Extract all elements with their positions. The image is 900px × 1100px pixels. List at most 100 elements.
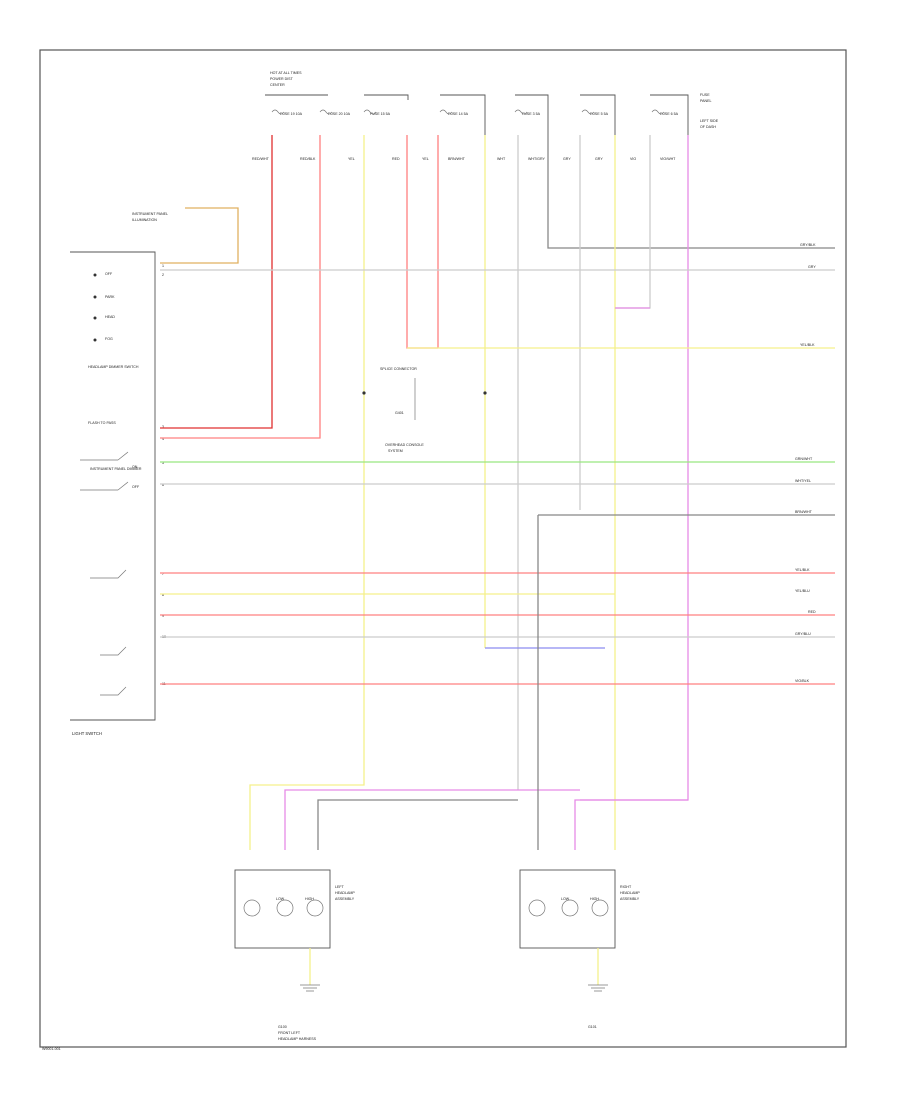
svg-text:SYSTEM: SYSTEM [388,449,403,453]
right-headlamp-assembly: LOW HIGH RIGHT HEADLAMP ASSEMBLY G101 [519,869,640,1029]
svg-text:ASSEMBLY: ASSEMBLY [335,897,355,901]
fuse-15: FUSE 15 5A [363,109,391,116]
fuse-19: FUSE 19 10A [271,109,303,116]
svg-text:POWER DIST: POWER DIST [270,77,294,81]
svg-text:PARK: PARK [105,295,115,299]
svg-text:SPLICE CONNECTOR: SPLICE CONNECTOR [380,367,417,371]
svg-text:6: 6 [162,483,164,487]
svg-text:GRN/WHT: GRN/WHT [795,457,813,461]
svg-text:YEL/BLK: YEL/BLK [800,343,815,347]
svg-text:BRN/WHT: BRN/WHT [795,510,813,514]
fuse-6: FUSE 6 5A [651,109,679,116]
splice-connector: SPLICE CONNECTOR G401 OVERHEAD CONSOLE S… [362,367,487,453]
svg-text:FUSE 14 5A: FUSE 14 5A [448,112,469,116]
fuse-20: FUSE 20 10A [319,109,351,116]
svg-text:LEFT SIDE: LEFT SIDE [700,119,719,123]
svg-text:RED: RED [392,157,400,161]
svg-text:RED/BLK: RED/BLK [300,157,316,161]
svg-text:7: 7 [162,572,164,576]
switch-title: LIGHT SWITCH [72,731,102,736]
svg-text:2: 2 [162,273,164,277]
feed-wires [160,135,835,850]
svg-text:INSTRUMENT PANEL DIMMER: INSTRUMENT PANEL DIMMER [90,467,142,471]
svg-text:FUSE 20 10A: FUSE 20 10A [328,112,351,116]
svg-text:FUSE 5 5A: FUSE 5 5A [590,112,609,116]
svg-text:WHT/GRY: WHT/GRY [528,157,546,161]
svg-text:4: 4 [162,437,164,441]
svg-text:YEL/BLK: YEL/BLK [795,568,810,572]
svg-text:FRONT LEFT: FRONT LEFT [278,1031,301,1035]
svg-text:VIO: VIO [630,157,636,161]
svg-text:FUSE 6 5A: FUSE 6 5A [660,112,679,116]
svg-text:VIO/BLK: VIO/BLK [795,679,810,683]
svg-text:YEL/BLU: YEL/BLU [795,589,810,593]
svg-text:HEAD: HEAD [105,315,115,319]
svg-text:WHT: WHT [497,157,506,161]
switch-pins: 1 2 3 4 5 6 7 8 9 10 11 [162,264,166,686]
svg-text:FOG: FOG [105,337,113,341]
svg-text:BRN/WHT: BRN/WHT [448,157,466,161]
svg-text:G401: G401 [395,411,404,415]
fuse-boxes [265,94,689,135]
svg-text:LOW: LOW [276,897,285,901]
fuse-panel-label: FUSE PANEL LEFT SIDE OF DASH [700,93,719,129]
power-dist-label: HOT AT ALL TIMES POWER DIST CENTER [270,71,302,87]
svg-text:ILLUMINATION: ILLUMINATION [132,218,157,222]
svg-text:LOW: LOW [561,897,570,901]
svg-text:OFF: OFF [132,485,140,489]
illumination-source: INSTRUMENT PANEL ILLUMINATION [132,207,239,264]
svg-text:HEADLAMP DIMMER SWITCH: HEADLAMP DIMMER SWITCH [88,365,139,369]
svg-text:GRY: GRY [563,157,571,161]
svg-text:HIGH: HIGH [590,897,599,901]
svg-text:5: 5 [162,461,164,465]
svg-text:OF DASH: OF DASH [700,125,716,129]
svg-text:GRY/BLK: GRY/BLK [800,243,816,247]
svg-text:FLASH TO PASS: FLASH TO PASS [88,421,116,425]
right-side-labels: GRY/BLK GRY YEL/BLK GRN/WHT WHT/YEL BRN/… [795,243,816,683]
fuse-3: FUSE 3 5A [514,109,541,116]
svg-text:ASSEMBLY: ASSEMBLY [620,897,640,901]
bus-lines [160,269,835,685]
svg-text:GRY: GRY [808,265,816,269]
svg-text:LEFT: LEFT [335,885,345,889]
svg-text:HEADLAMP HARNESS: HEADLAMP HARNESS [278,1037,317,1041]
svg-text:G101: G101 [588,1025,597,1029]
svg-text:9: 9 [162,614,164,618]
svg-text:1: 1 [162,264,164,268]
left-headlamp-assembly: LOW HIGH LEFT HEADLAMP ASSEMBLY G100 FRO… [234,869,355,1041]
svg-text:WHT/YEL: WHT/YEL [795,479,811,483]
svg-text:RED: RED [808,610,816,614]
svg-text:HOT AT ALL TIMES: HOT AT ALL TIMES [270,71,302,75]
svg-text:FUSE 15 5A: FUSE 15 5A [370,112,391,116]
svg-text:YEL: YEL [422,157,429,161]
svg-text:YEL: YEL [348,157,355,161]
svg-text:FUSE: FUSE [700,93,710,97]
svg-text:PANEL: PANEL [700,99,712,103]
fuse-14: FUSE 14 5A [439,109,469,116]
lamp-feeds [284,515,688,850]
light-switch: LIGHT SWITCH OFF PARK HEAD FOG HEADLAMP … [70,251,156,736]
svg-text:HEADLAMP: HEADLAMP [620,891,640,895]
page-code: W9001-001 [42,1047,61,1051]
svg-text:GRY/BLU: GRY/BLU [795,632,811,636]
svg-text:RIGHT: RIGHT [620,885,632,889]
svg-text:VIO/WHT: VIO/WHT [660,157,676,161]
fuse-5: FUSE 5 5A [581,109,609,116]
svg-text:3: 3 [162,425,164,429]
svg-text:INSTRUMENT PANEL: INSTRUMENT PANEL [132,212,168,216]
svg-text:ON: ON [132,465,138,469]
svg-text:8: 8 [162,593,164,597]
diagram-frame [39,49,847,1048]
svg-text:HEADLAMP: HEADLAMP [335,891,355,895]
svg-text:FUSE 3 5A: FUSE 3 5A [522,112,541,116]
svg-text:G100: G100 [278,1025,287,1029]
svg-text:FUSE 19 10A: FUSE 19 10A [280,112,303,116]
wire-code-labels: RED/WHT RED/BLK YEL RED YEL BRN/WHT WHT … [252,157,676,161]
svg-text:CENTER: CENTER [270,83,285,87]
svg-text:GRY: GRY [595,157,603,161]
svg-text:OVERHEAD CONSOLE: OVERHEAD CONSOLE [385,443,424,447]
svg-text:OFF: OFF [105,272,113,276]
svg-text:RED/WHT: RED/WHT [252,157,270,161]
svg-text:HIGH: HIGH [305,897,314,901]
